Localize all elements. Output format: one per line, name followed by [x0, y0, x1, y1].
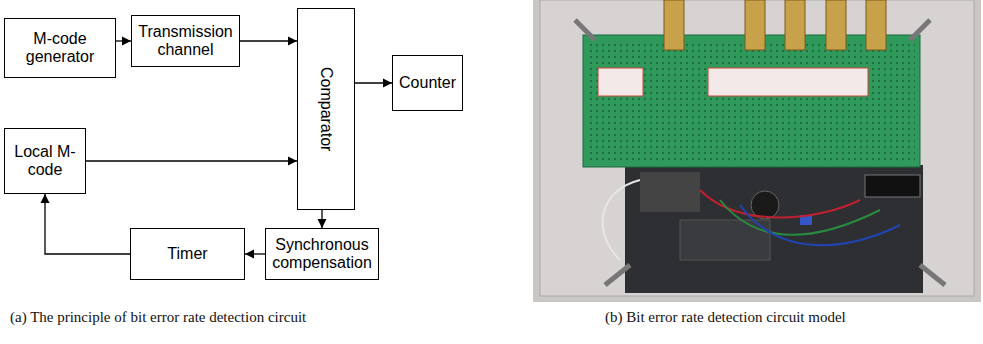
- box-label: Comparator: [315, 63, 337, 155]
- signal-arrow: [240, 40, 297, 41]
- box-label: Local M-code: [5, 141, 85, 182]
- wire: [740, 205, 900, 245]
- process-box: Local M-code: [4, 128, 86, 194]
- seven-segment-display: [865, 175, 920, 197]
- sma-connectors: [664, 0, 886, 50]
- component-area: [680, 220, 770, 260]
- signal-arrow: [355, 82, 392, 83]
- acrylic-plate: [540, 0, 974, 296]
- process-box: Comparator: [297, 8, 355, 210]
- signal-arrow: [321, 210, 322, 228]
- box-label: Counter: [395, 72, 460, 94]
- signal-arrow: [45, 194, 130, 254]
- chip: [640, 172, 700, 212]
- process-box: M-code generator: [4, 18, 116, 78]
- control-board: [625, 165, 923, 293]
- process-box: Counter: [392, 55, 463, 111]
- sticker: [598, 68, 643, 96]
- process-box: Transmission channel: [131, 15, 240, 67]
- signal-arrow: [245, 253, 265, 254]
- signal-arrow: [86, 160, 297, 161]
- box-label: M-code generator: [5, 28, 115, 69]
- subfigure-caption: (a) The principle of bit error rate dete…: [10, 309, 306, 326]
- process-box: Timer: [130, 228, 245, 280]
- perfboard: [583, 35, 920, 167]
- standoffs: [575, 20, 945, 285]
- photo-background: [533, 0, 981, 302]
- signal-arrow: [116, 40, 131, 41]
- wire: [720, 200, 880, 235]
- subfigure-caption: (b) Bit error rate detection circuit mod…: [605, 309, 846, 326]
- box-label: Synchronous compensation: [266, 234, 378, 275]
- sticker: [708, 68, 868, 96]
- perfboard-holes: [588, 40, 915, 162]
- process-box: Synchronous compensation: [265, 228, 379, 280]
- wire: [603, 180, 640, 260]
- box-label: Timer: [163, 243, 211, 265]
- box-label: Transmission channel: [132, 21, 239, 62]
